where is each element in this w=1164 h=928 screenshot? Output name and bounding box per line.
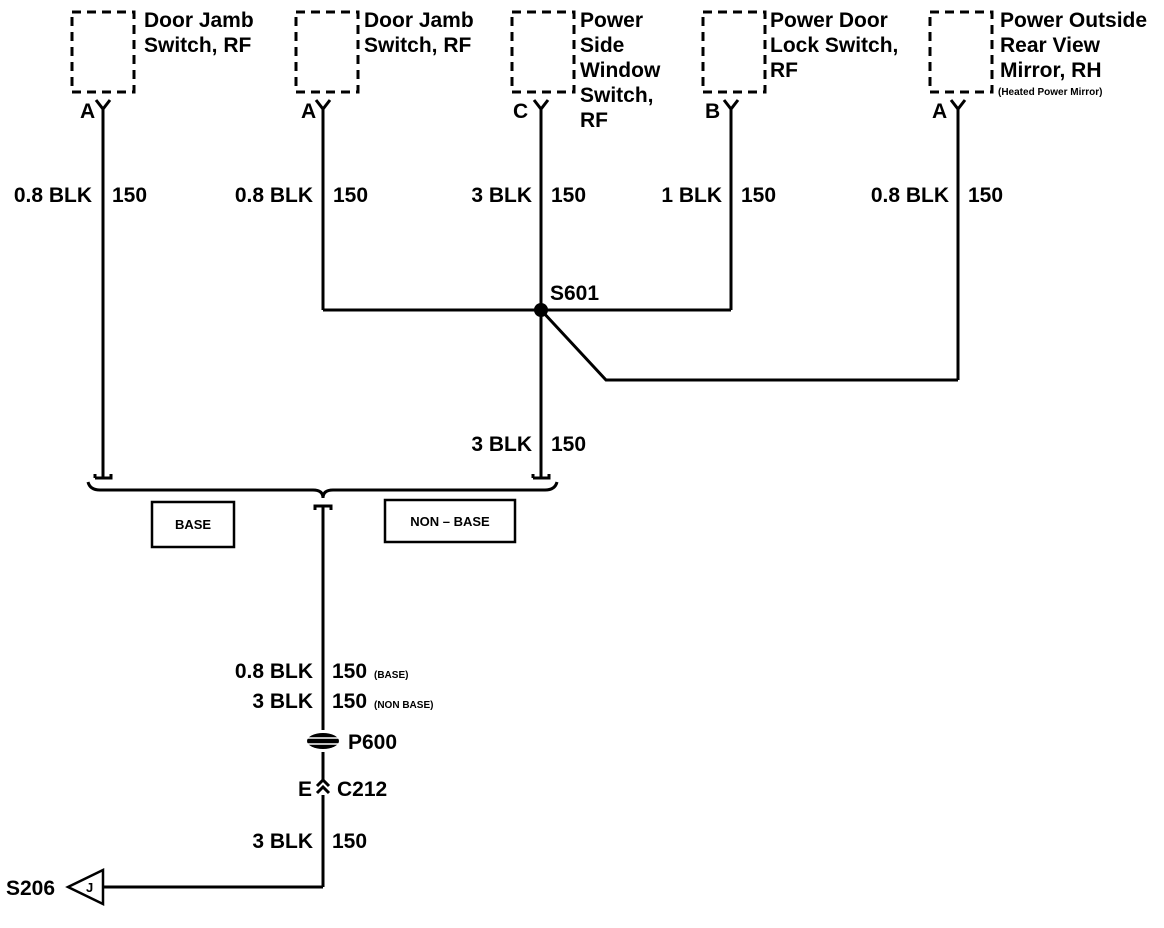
terminal-symbols	[94, 99, 967, 112]
s206-label: S206	[6, 877, 55, 900]
pin-label-4: B	[705, 100, 720, 123]
power-mirror-rh-label-1: Power Outside	[1000, 9, 1147, 32]
wire-1-size: 0.8 BLK	[14, 184, 92, 207]
wire-3-size: 3 BLK	[471, 184, 532, 207]
power-side-window-label-1: Power	[580, 9, 643, 32]
power-side-window-label-2: Side	[580, 34, 624, 57]
power-door-lock-box	[701, 10, 767, 94]
lower-wire-1-note: (BASE)	[374, 670, 408, 681]
lower-wire-1-circuit: 150	[332, 660, 367, 683]
door-jamb-rf-1-label-2: Switch, RF	[144, 34, 252, 57]
door-jamb-rf-1-box	[70, 10, 136, 94]
lower-wire-3-circuit: 150	[332, 830, 367, 853]
wire-2-size: 0.8 BLK	[235, 184, 313, 207]
non-base-option-label: NON – BASE	[410, 514, 490, 529]
door-jamb-rf-2-label-1: Door Jamb	[364, 9, 474, 32]
base-option-box	[150, 500, 236, 549]
splice-s601-dot	[534, 303, 548, 317]
wire-end-hooks	[93, 474, 551, 510]
lower-wire-2-size: 3 BLK	[252, 690, 313, 713]
trunk-wire-circuit: 150	[551, 433, 586, 456]
lower-wire-3-size: 3 BLK	[252, 830, 313, 853]
power-door-lock-label-1: Power Door	[770, 9, 888, 32]
wire-5-size: 0.8 BLK	[871, 184, 949, 207]
power-mirror-rh-note: (Heated Power Mirror)	[998, 87, 1102, 98]
lower-wire-2-circuit: 150	[332, 690, 367, 713]
c212-label: C212	[337, 778, 387, 801]
lower-wire-1-size: 0.8 BLK	[235, 660, 313, 683]
s206-reference-triangle	[65, 868, 105, 906]
wire-2-circuit: 150	[333, 184, 368, 207]
non-base-option-box	[383, 498, 517, 544]
pin-label-2: A	[301, 100, 316, 123]
pin-label-1: A	[80, 100, 95, 123]
c212-pin-label: E	[298, 778, 312, 801]
power-side-window-label-5: RF	[580, 109, 608, 132]
c212-connector-symbol	[315, 777, 331, 795]
power-side-window-label-3: Window	[580, 59, 661, 82]
p600-grommet-symbol	[304, 733, 342, 749]
door-jamb-rf-2-box	[294, 10, 360, 94]
lower-wire-2-note: (NON BASE)	[374, 700, 433, 711]
pin-label-5: A	[932, 100, 947, 123]
base-option-label: BASE	[175, 517, 211, 532]
power-door-lock-label-3: RF	[770, 59, 798, 82]
wire-5-circuit: 150	[968, 184, 1003, 207]
power-mirror-rh-box	[928, 10, 994, 94]
splice-s601-label: S601	[550, 282, 599, 305]
power-side-window-label-4: Switch,	[580, 84, 654, 107]
wire-3-circuit: 150	[551, 184, 586, 207]
wire-4-size: 1 BLK	[661, 184, 722, 207]
power-mirror-rh-label-2: Rear View	[1000, 34, 1101, 57]
p600-label: P600	[348, 731, 397, 754]
door-jamb-rf-2-label-2: Switch, RF	[364, 34, 472, 57]
pin-label-3: C	[513, 100, 528, 123]
door-jamb-rf-1-label-1: Door Jamb	[144, 9, 254, 32]
power-side-window-box	[510, 10, 576, 94]
power-mirror-rh-label-3: Mirror, RH	[1000, 59, 1102, 82]
option-brace	[86, 481, 559, 499]
trunk-wire-size: 3 BLK	[471, 433, 532, 456]
power-door-lock-label-2: Lock Switch,	[770, 34, 898, 57]
wires	[101, 109, 960, 889]
wire-4-circuit: 150	[741, 184, 776, 207]
s206-pin-label: J	[86, 880, 93, 895]
wire-1-circuit: 150	[112, 184, 147, 207]
